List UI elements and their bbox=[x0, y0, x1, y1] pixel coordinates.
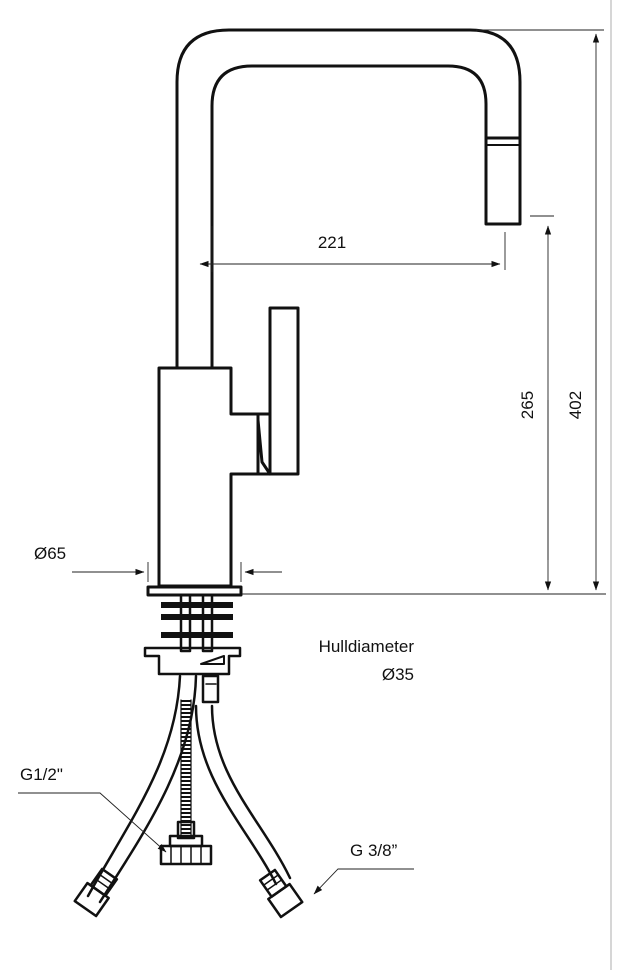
hose-right bbox=[194, 704, 292, 886]
label-g38: G 3/8” bbox=[350, 841, 398, 860]
hose-left bbox=[86, 674, 198, 904]
lever-connector bbox=[256, 412, 272, 476]
hose-fitting-nut bbox=[201, 674, 220, 704]
dim-label-221: 221 bbox=[318, 233, 346, 252]
spout-outer bbox=[175, 28, 522, 370]
pullout-head bbox=[484, 136, 522, 226]
spout-inner bbox=[210, 64, 488, 370]
thread-stud-left bbox=[179, 593, 192, 653]
label-g12: G1/2" bbox=[20, 765, 63, 784]
inlet-fitting-nut bbox=[159, 844, 213, 866]
hole-label-line1: Hulldiameter bbox=[319, 637, 415, 656]
faucet-body bbox=[73, 28, 522, 919]
dim-label-402: 402 bbox=[566, 391, 585, 419]
lever-handle bbox=[268, 306, 300, 476]
hole-label-line2: Ø35 bbox=[382, 665, 414, 684]
thread-stud-right bbox=[201, 593, 214, 653]
main-body bbox=[157, 366, 260, 588]
inlet-fitting-stem bbox=[176, 820, 196, 840]
washer-1 bbox=[161, 602, 233, 608]
washer-2 bbox=[161, 614, 233, 620]
left-end-fitting bbox=[73, 867, 119, 918]
mounting-bracket bbox=[143, 646, 242, 676]
dim-label-265: 265 bbox=[518, 391, 537, 419]
bracket-wedge bbox=[200, 655, 225, 665]
right-end-fitting bbox=[258, 868, 304, 919]
inlet-fitting-hex bbox=[170, 845, 202, 865]
base-plate bbox=[146, 585, 243, 597]
washer-3 bbox=[161, 632, 233, 638]
dim-label-65: Ø65 bbox=[34, 544, 66, 563]
leader-g12 bbox=[18, 792, 167, 853]
dimension-lines bbox=[18, 29, 606, 895]
leader-g38 bbox=[313, 868, 414, 895]
